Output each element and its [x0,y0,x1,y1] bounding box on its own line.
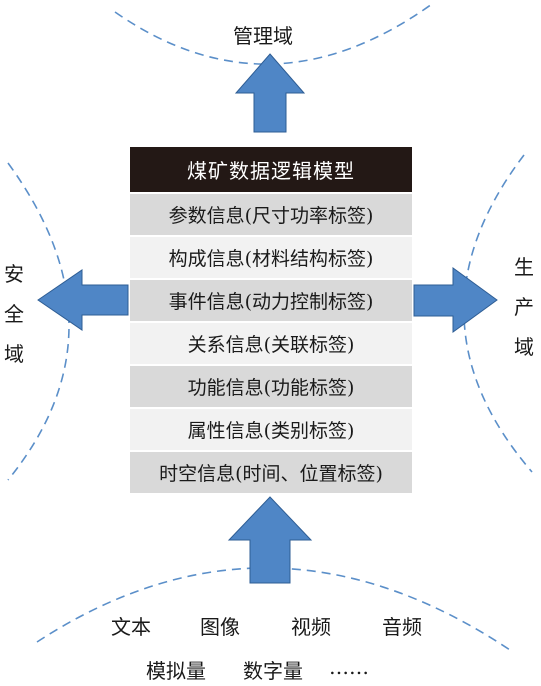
source-analog: 模拟量 [146,659,206,683]
source-text: 文本 [111,615,151,639]
model-row-event: 事件信息(动力控制标签) [130,280,412,321]
source-ellipsis: …… [329,655,369,679]
arrow-right-to-production [413,267,498,333]
model-row-spatiotemporal: 时空信息(时间、位置标签) [130,452,412,493]
arrow-up-from-sources [227,496,313,584]
source-image: 图像 [200,615,240,639]
logical-model-table: 煤矿数据逻辑模型 参数信息(尺寸功率标签) 构成信息(材料结构标签) 事件信息(… [130,147,412,493]
model-title: 煤矿数据逻辑模型 [130,147,412,192]
safety-domain-label: 安全域 [4,262,24,366]
model-row-attribute: 属性信息(类别标签) [130,409,412,450]
arrow-left-to-safety [37,269,129,331]
bottom-dashed-curve [36,567,511,651]
right-dashed-curve [463,154,533,473]
source-audio: 音频 [382,615,422,639]
arrow-up-to-management [234,53,306,133]
production-domain-label: 生产域 [514,255,534,359]
model-row-function: 功能信息(功能标签) [130,366,412,407]
left-dashed-curve [7,162,70,481]
management-domain-label: 管理域 [233,24,293,48]
model-row-composition: 构成信息(材料结构标签) [130,237,412,278]
model-row-relation: 关系信息(关联标签) [130,323,412,364]
source-digital: 数字量 [243,659,303,683]
source-video: 视频 [291,615,331,639]
model-row-parameter: 参数信息(尺寸功率标签) [130,194,412,235]
